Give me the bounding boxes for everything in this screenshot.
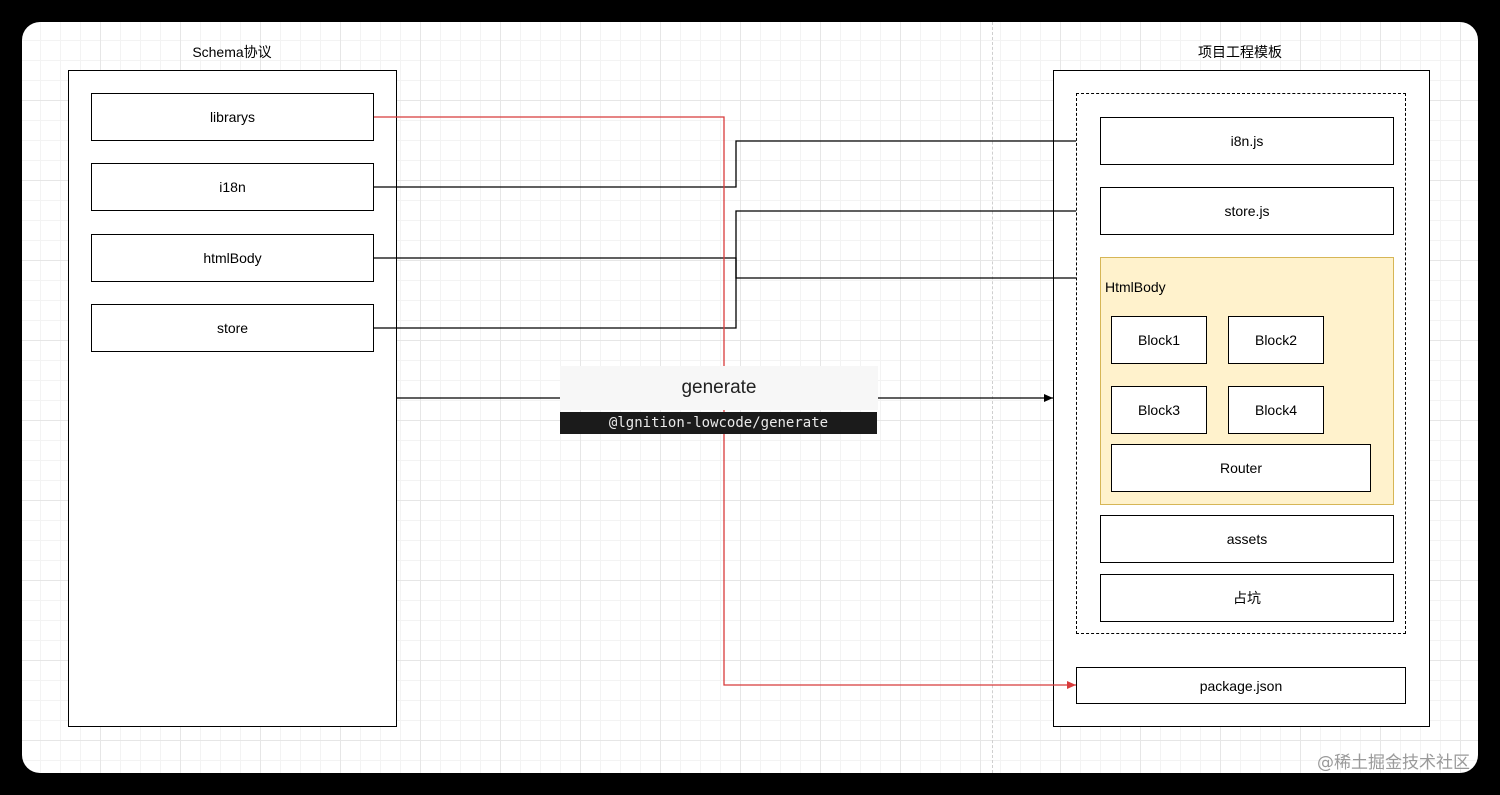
router-box: Router [1111, 444, 1371, 492]
block-1: Block1 [1111, 316, 1207, 364]
diagram-canvas: Schema协议 librarys i18n htmlBody store 项目… [22, 22, 1478, 773]
generate-package: @lgnition-lowcode/generate [560, 412, 877, 434]
file-store: store.js [1100, 187, 1394, 235]
edge-htmlbody [374, 257, 1076, 279]
block-3: Block3 [1111, 386, 1207, 434]
file-package-json: package.json [1076, 667, 1406, 704]
center-divider [992, 22, 993, 773]
schema-title: Schema协议 [192, 44, 272, 60]
schema-item-i18n: i18n [91, 163, 374, 211]
schema-item-store: store [91, 304, 374, 352]
block-2: Block2 [1228, 316, 1324, 364]
edge-i18n [374, 140, 1076, 188]
template-title: 项目工程模板 [1198, 44, 1282, 60]
generate-label: generate [560, 366, 878, 410]
schema-item-librarys: librarys [91, 93, 374, 141]
file-assets: assets [1100, 515, 1394, 563]
block-4: Block4 [1228, 386, 1324, 434]
schema-item-htmlbody: htmlBody [91, 234, 374, 282]
src-group [1076, 93, 1406, 634]
watermark: @稀土掘金技术社区 [1317, 753, 1470, 773]
file-placeholder: 占坑 [1100, 574, 1394, 622]
edge-store [374, 210, 1076, 329]
htmlbody-label: HtmlBody [1105, 279, 1166, 295]
file-i18n: i8n.js [1100, 117, 1394, 165]
